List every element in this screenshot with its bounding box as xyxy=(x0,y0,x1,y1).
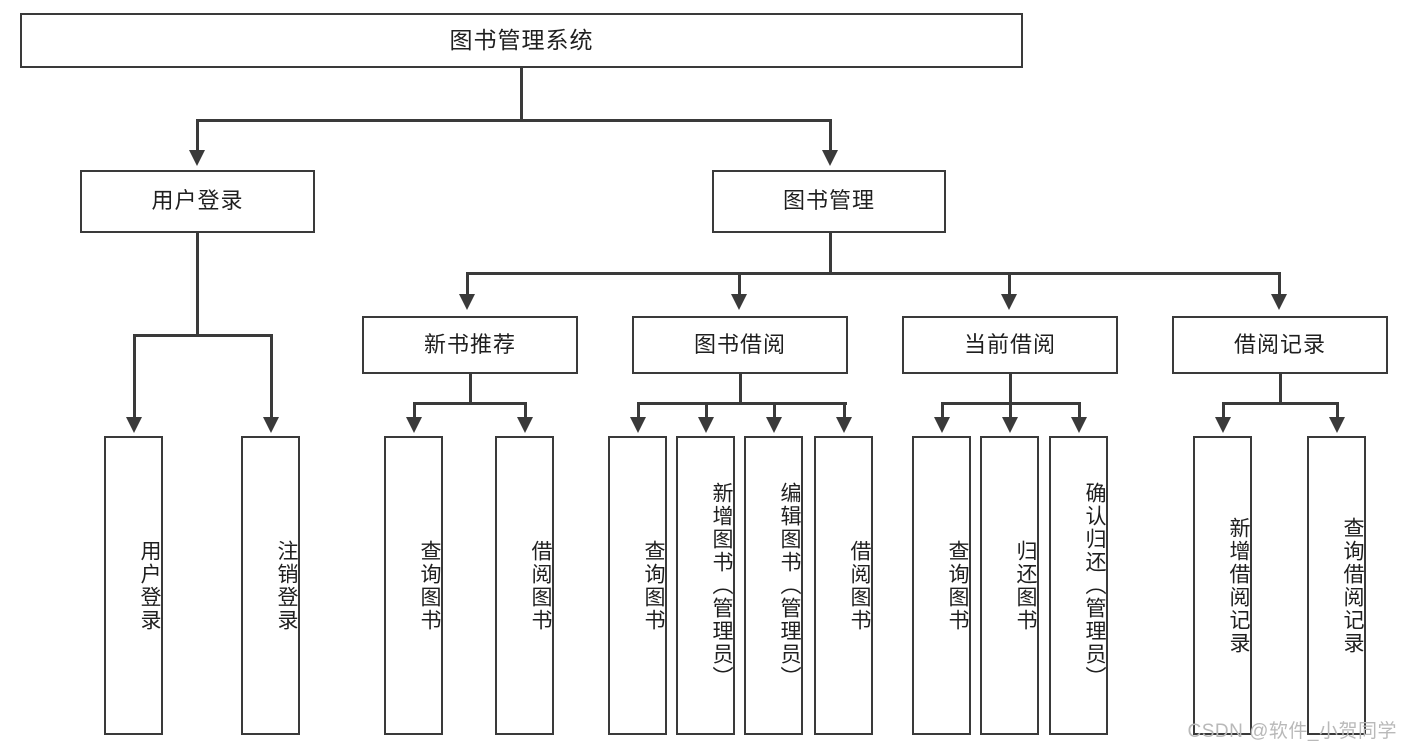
arrowhead-root-to-book-manage xyxy=(822,150,838,166)
connector-user-login-to-leaf-1 xyxy=(133,334,136,419)
connector-user-login-to-leaf-2 xyxy=(270,334,273,419)
node-leaf-query-book-3[interactable]: 查询图书 xyxy=(912,436,971,735)
node-label: 查询图书 xyxy=(946,539,969,632)
connector-root-stem xyxy=(520,68,523,120)
node-leaf-return-book[interactable]: 归还图书 xyxy=(980,436,1039,735)
connector-borrow-record-to-leaf-1 xyxy=(1222,402,1225,419)
connector-book-borrow-bus xyxy=(637,402,847,405)
node-label: 当前借阅 xyxy=(963,331,1056,357)
arrowhead-new-book-to-leaf-2 xyxy=(517,417,533,433)
arrowhead-current-borrow-to-leaf-1 xyxy=(934,417,950,433)
arrowhead-root-to-user-login xyxy=(189,150,205,166)
node-label: 新书推荐 xyxy=(423,331,516,357)
connector-current-borrow-to-leaf-1 xyxy=(941,402,944,419)
arrowhead-book-manage-to-book-borrow xyxy=(731,294,747,310)
arrowhead-book-borrow-to-leaf-4 xyxy=(836,417,852,433)
connector-book-borrow-to-leaf-4 xyxy=(843,402,846,419)
node-book-borrow[interactable]: 图书借阅 xyxy=(632,316,848,374)
connector-book-manage-bus xyxy=(466,272,1280,275)
node-new-book-recommend[interactable]: 新书推荐 xyxy=(362,316,578,374)
node-leaf-query-borrow-record[interactable]: 查询借阅记录 xyxy=(1307,436,1366,735)
arrowhead-user-login-to-leaf-1 xyxy=(126,417,142,433)
connector-user-login-bus xyxy=(133,334,270,337)
arrowhead-book-manage-to-new-book xyxy=(459,294,475,310)
arrowhead-book-manage-to-borrow-record xyxy=(1271,294,1287,310)
arrowhead-book-borrow-to-leaf-1 xyxy=(630,417,646,433)
node-leaf-add-borrow-record[interactable]: 新增借阅记录 xyxy=(1193,436,1252,735)
arrowhead-user-login-to-leaf-2 xyxy=(263,417,279,433)
node-leaf-query-book-2[interactable]: 查询图书 xyxy=(608,436,667,735)
connector-book-manage-to-borrow-record xyxy=(1278,272,1281,296)
connector-borrow-record-to-leaf-2 xyxy=(1336,402,1339,419)
node-label: 注销登录 xyxy=(275,539,298,632)
connector-book-manage-to-new-book xyxy=(466,272,469,296)
node-label: 新增图书（管理员） xyxy=(710,482,733,689)
connector-book-manage-to-current-borrow xyxy=(1008,272,1011,296)
node-leaf-user-login[interactable]: 用户登录 xyxy=(104,436,163,735)
connector-current-borrow-to-leaf-2 xyxy=(1009,402,1012,419)
node-leaf-borrow-book-2[interactable]: 借阅图书 xyxy=(814,436,873,735)
node-label: 用户登录 xyxy=(151,188,244,214)
connector-new-book-bus xyxy=(413,402,526,405)
arrowhead-current-borrow-to-leaf-2 xyxy=(1002,417,1018,433)
arrowhead-new-book-to-leaf-1 xyxy=(406,417,422,433)
node-leaf-logout-login[interactable]: 注销登录 xyxy=(241,436,300,735)
node-label: 确认归还（管理员） xyxy=(1083,482,1106,689)
node-label: 编辑图书（管理员） xyxy=(778,482,801,689)
node-label: 查询图书 xyxy=(418,539,441,632)
node-label: 借阅记录 xyxy=(1233,331,1326,357)
node-label: 借阅图书 xyxy=(848,539,871,632)
connector-user-login-stem xyxy=(196,233,199,335)
node-current-borrow[interactable]: 当前借阅 xyxy=(902,316,1118,374)
arrowhead-borrow-record-to-leaf-2 xyxy=(1329,417,1345,433)
node-leaf-confirm-return[interactable]: 确认归还（管理员） xyxy=(1049,436,1108,735)
connector-book-borrow-to-leaf-2 xyxy=(705,402,708,419)
node-user-login[interactable]: 用户登录 xyxy=(80,170,315,233)
node-label: 图书管理 xyxy=(782,188,875,214)
node-leaf-borrow-book-1[interactable]: 借阅图书 xyxy=(495,436,554,735)
arrowhead-book-borrow-to-leaf-3 xyxy=(766,417,782,433)
connector-root-bus xyxy=(196,119,832,122)
connector-book-manage-stem xyxy=(829,233,832,273)
connector-book-manage-to-book-borrow xyxy=(738,272,741,296)
arrowhead-borrow-record-to-leaf-1 xyxy=(1215,417,1231,433)
node-leaf-edit-book[interactable]: 编辑图书（管理员） xyxy=(744,436,803,735)
connector-book-borrow-to-leaf-3 xyxy=(773,402,776,419)
node-label: 归还图书 xyxy=(1014,539,1037,632)
connector-current-borrow-to-leaf-3 xyxy=(1078,402,1081,419)
node-label: 借阅图书 xyxy=(529,539,552,632)
node-label: 用户登录 xyxy=(138,539,161,632)
connector-book-borrow-stem xyxy=(739,374,742,403)
connector-new-book-stem xyxy=(469,374,472,403)
node-label: 查询借阅记录 xyxy=(1341,516,1364,655)
connector-current-borrow-stem xyxy=(1009,374,1012,403)
node-label: 图书借阅 xyxy=(693,331,786,357)
connector-root-to-user-login xyxy=(196,119,199,153)
node-borrow-record[interactable]: 借阅记录 xyxy=(1172,316,1388,374)
connector-borrow-record-bus xyxy=(1222,402,1338,405)
node-label: 图书管理系统 xyxy=(449,26,594,53)
connector-new-book-to-leaf-1 xyxy=(413,402,416,419)
connector-borrow-record-stem xyxy=(1279,374,1282,403)
node-root-book-management-system[interactable]: 图书管理系统 xyxy=(20,13,1023,68)
node-label: 查询图书 xyxy=(642,539,665,632)
node-book-manage[interactable]: 图书管理 xyxy=(712,170,946,233)
arrowhead-current-borrow-to-leaf-3 xyxy=(1071,417,1087,433)
arrowhead-book-borrow-to-leaf-2 xyxy=(698,417,714,433)
arrowhead-book-manage-to-current-borrow xyxy=(1001,294,1017,310)
node-leaf-add-book[interactable]: 新增图书（管理员） xyxy=(676,436,735,735)
node-label: 新增借阅记录 xyxy=(1227,516,1250,655)
connector-root-to-book-manage xyxy=(829,119,832,153)
csdn-watermark: CSDN @软件_小贺同学 xyxy=(1187,721,1397,742)
node-leaf-query-book-1[interactable]: 查询图书 xyxy=(384,436,443,735)
connector-book-borrow-to-leaf-1 xyxy=(637,402,640,419)
connector-new-book-to-leaf-2 xyxy=(524,402,527,419)
